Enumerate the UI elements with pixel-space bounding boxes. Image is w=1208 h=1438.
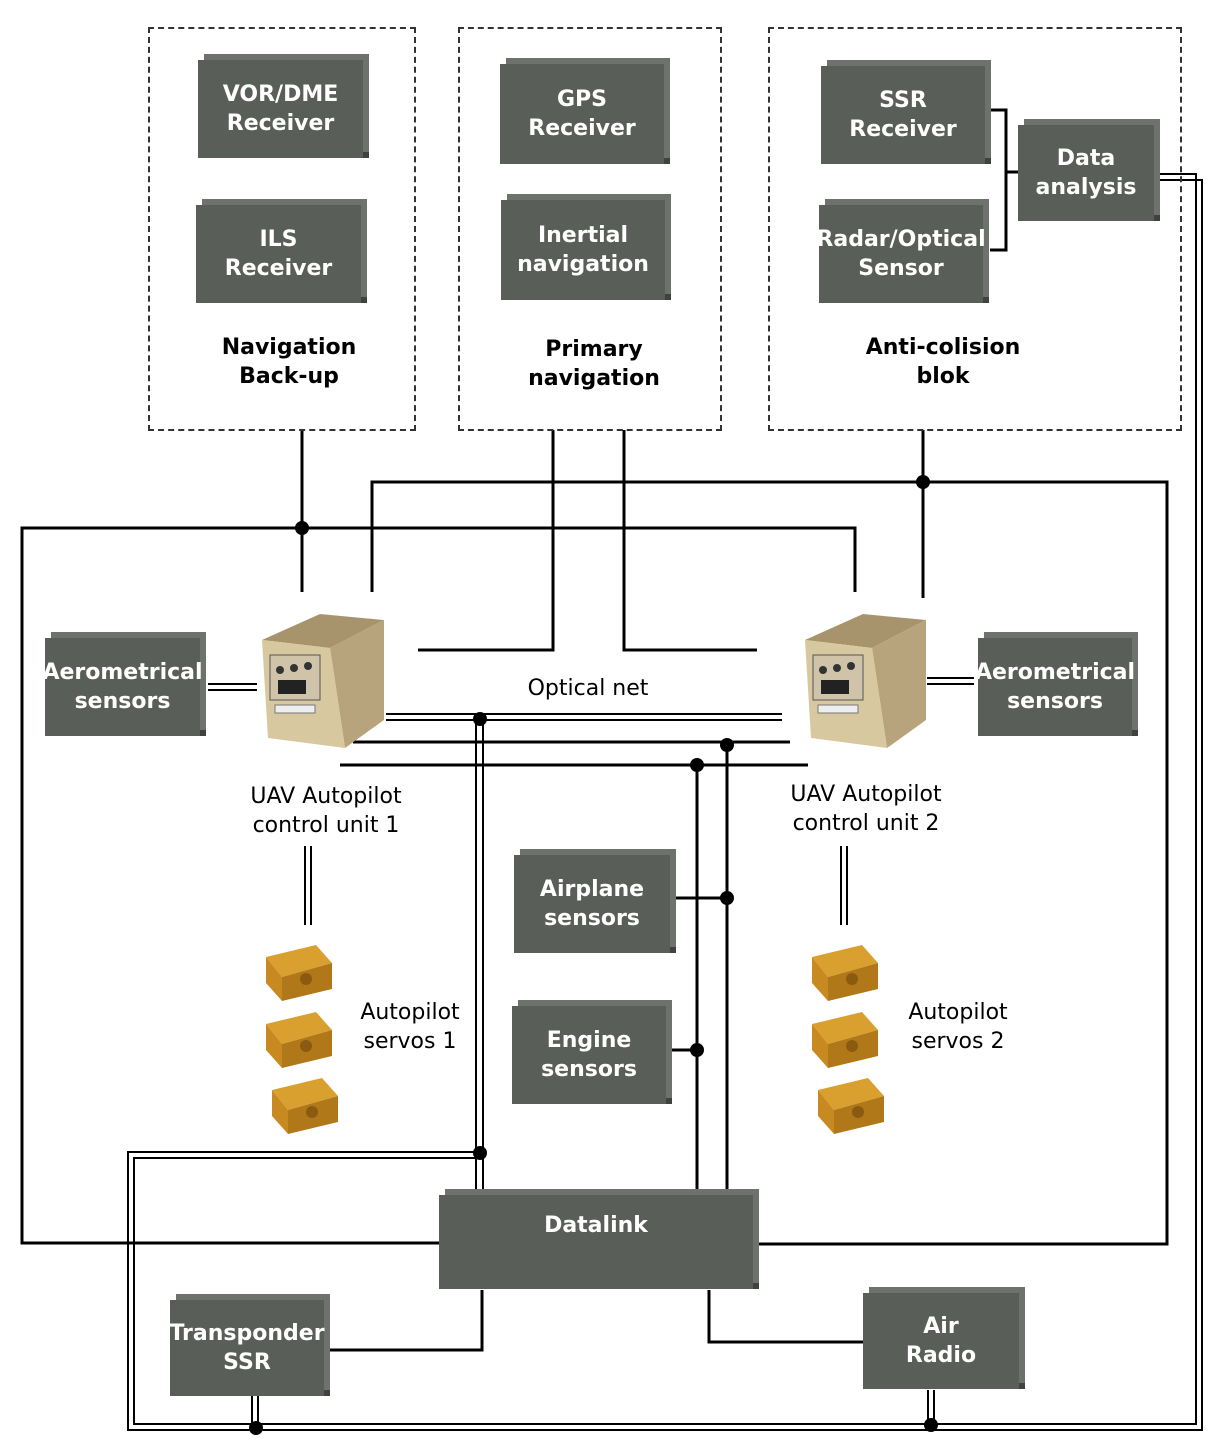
ssr-receiver-block: SSR Receiver <box>821 66 985 164</box>
data-analysis-block: Data analysis <box>1018 125 1154 221</box>
vor-dme-receiver-block: VOR/DME Receiver <box>198 60 363 158</box>
air-radio-block: Air Radio <box>863 1293 1019 1389</box>
servos-2-icon <box>812 945 884 1134</box>
autopilot-unit-1-icon <box>262 614 384 748</box>
aerometrical-sensors-left-block: Aerometrical sensors <box>42 638 203 736</box>
anti-collision-label: Anti-colision blok <box>865 335 1021 389</box>
navigation-backup-label: Navigation Back-up <box>221 335 357 389</box>
autopilot-unit-2-icon <box>805 614 926 748</box>
servos-1-icon <box>266 945 338 1134</box>
ils-receiver-block: ILS Receiver <box>196 205 361 303</box>
radar-optical-sensor-block: Radar/Optical Sensor <box>816 205 986 303</box>
engine-sensors-block: Engine sensors <box>512 1006 666 1104</box>
optical-net-label: Optical net <box>527 676 649 701</box>
airplane-sensors-block: Airplane sensors <box>514 855 670 953</box>
datalink-block: Datalink <box>439 1195 753 1289</box>
primary-navigation-label: Primary navigation <box>528 337 660 391</box>
autopilot-control-unit-1-label: UAV Autopilot control unit 1 <box>250 784 402 838</box>
inertial-navigation-block: Inertial navigation <box>501 200 665 300</box>
group-primary-navigation <box>458 27 722 431</box>
aerometrical-sensors-right-block: Aerometrical sensors <box>975 638 1135 736</box>
group-navigation-backup <box>148 27 416 431</box>
autopilot-servos-1-label: Autopilot servos 1 <box>360 1000 460 1054</box>
autopilot-servos-2-label: Autopilot servos 2 <box>908 1000 1008 1054</box>
transponder-ssr-block: Transponder SSR <box>169 1300 325 1396</box>
group-anti-collision <box>768 27 1182 431</box>
gps-receiver-block: GPS Receiver <box>500 64 664 164</box>
autopilot-control-unit-2-label: UAV Autopilot control unit 2 <box>790 782 942 836</box>
